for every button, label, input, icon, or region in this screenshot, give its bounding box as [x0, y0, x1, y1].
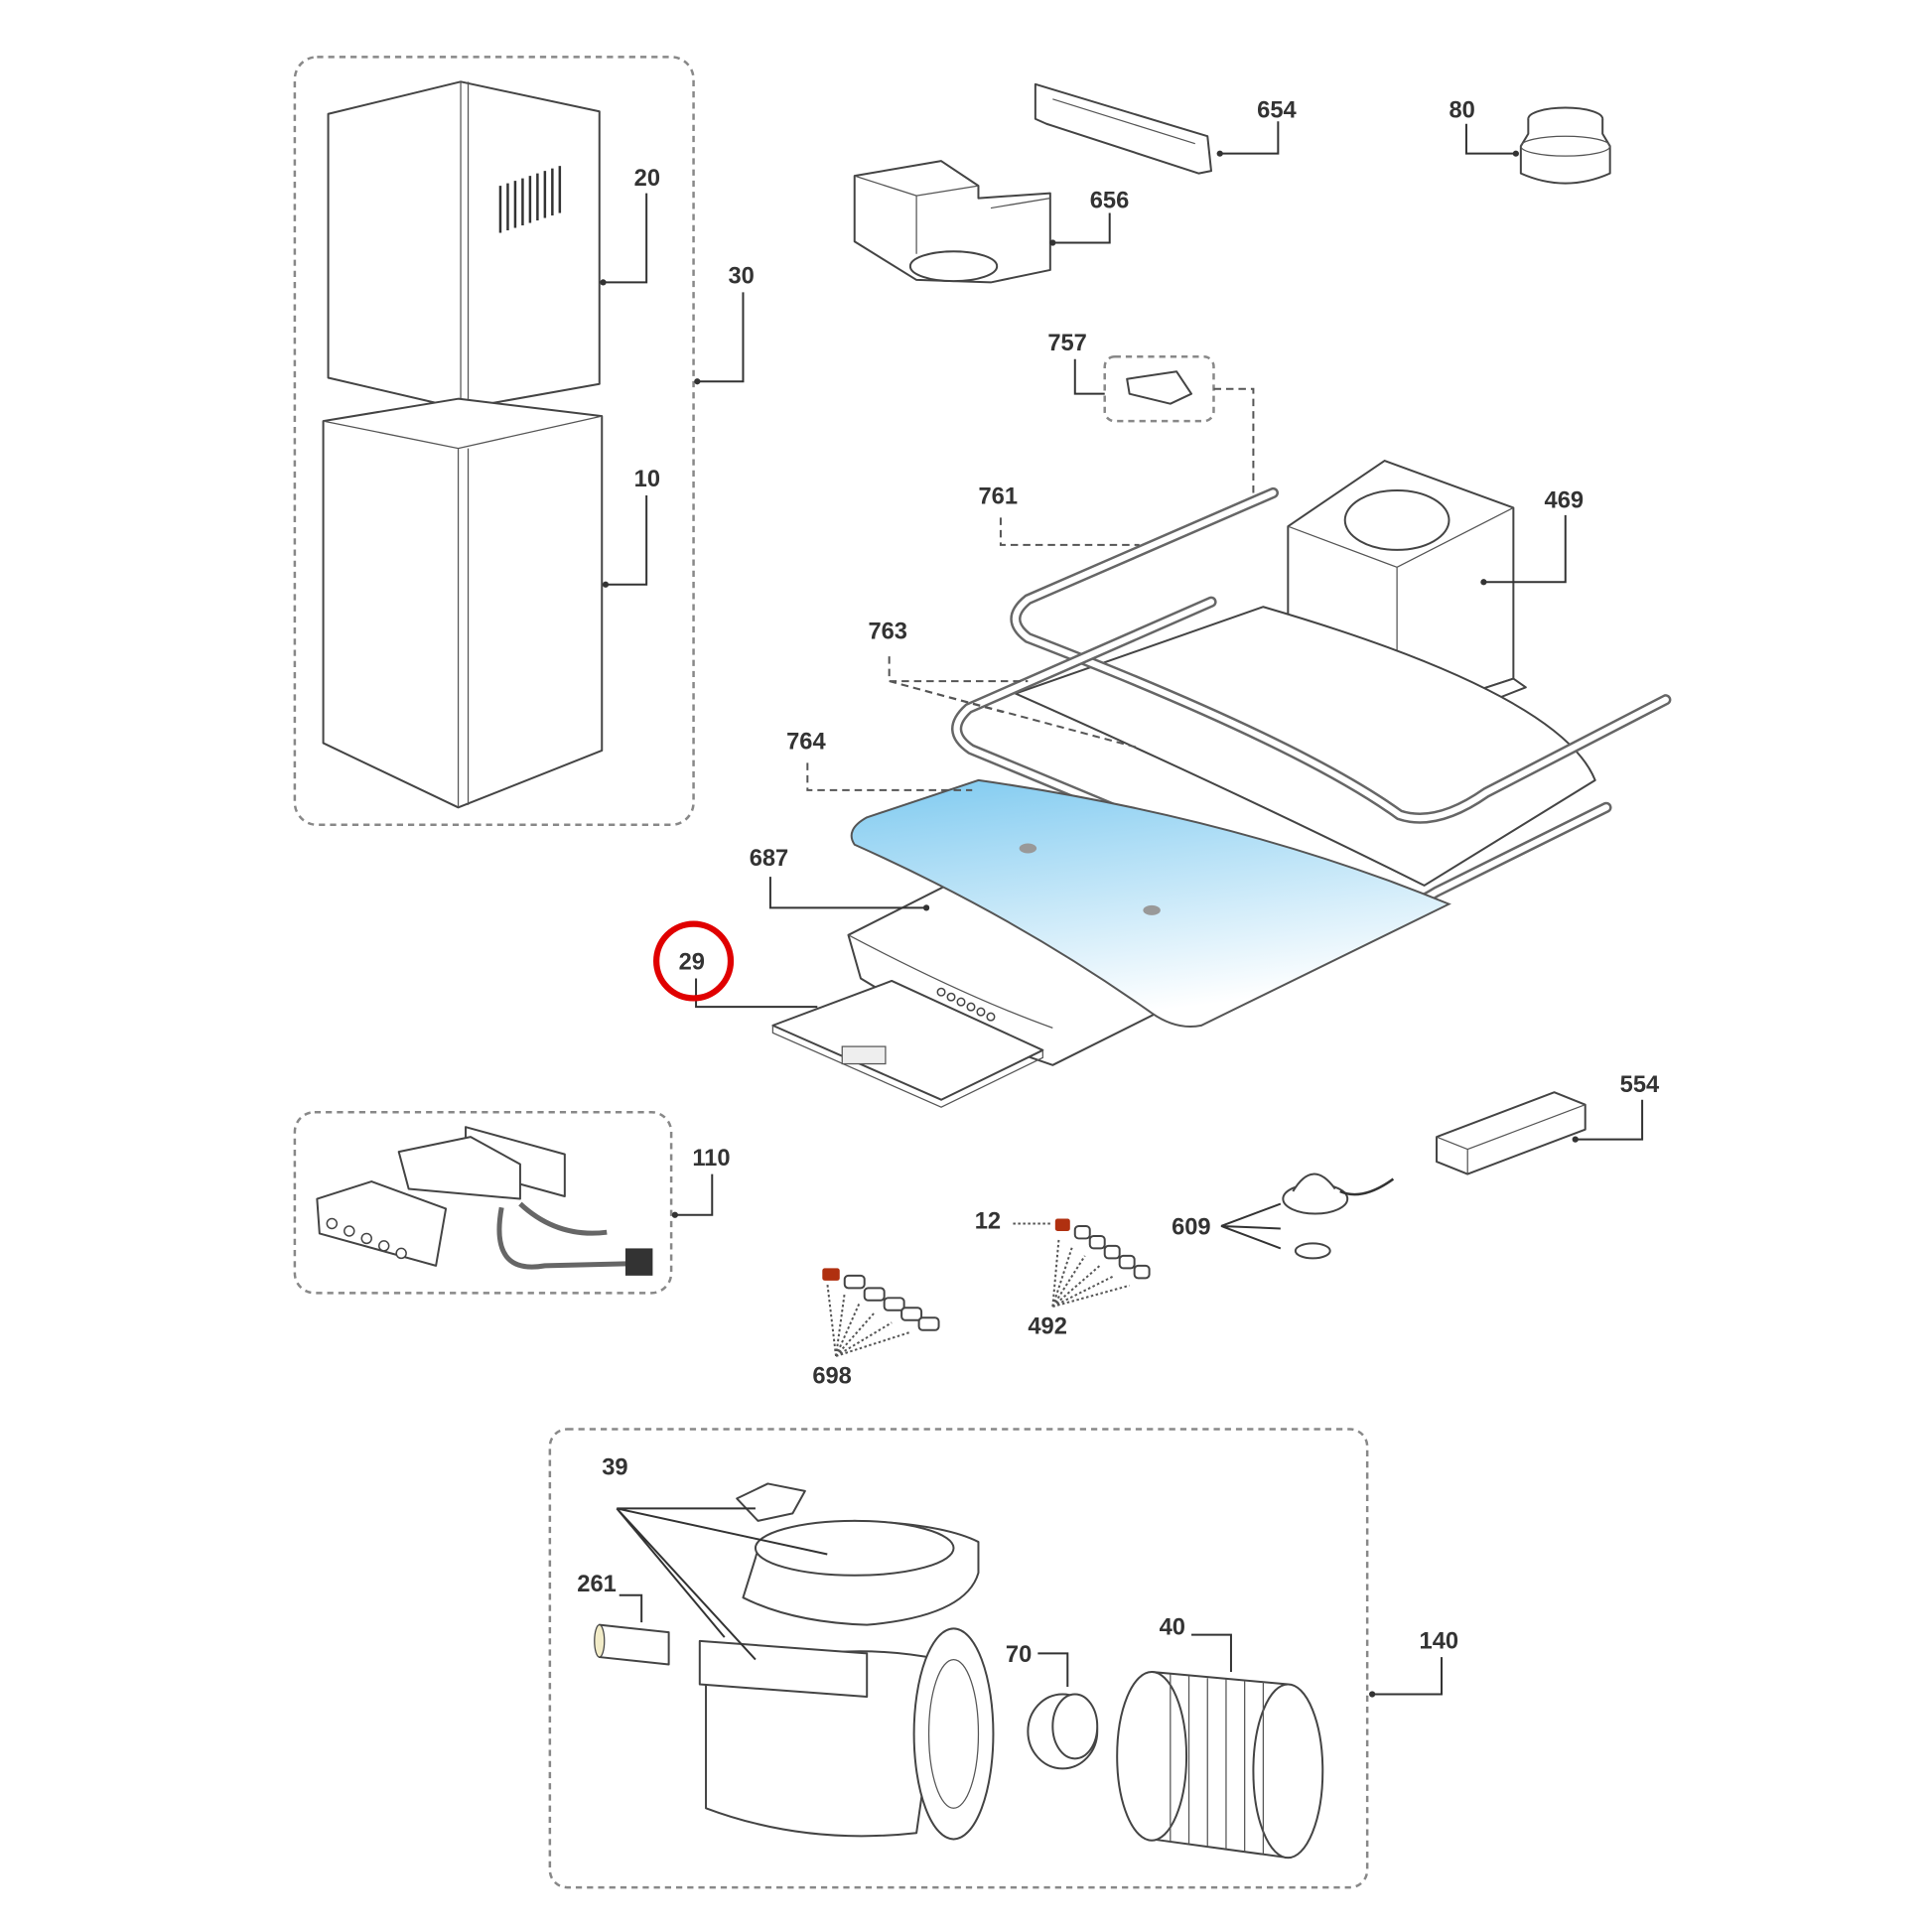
label-469[interactable]: 469 — [1545, 487, 1585, 513]
highlight-circle — [653, 920, 735, 1002]
label-656[interactable]: 656 — [1090, 189, 1130, 214]
halogen-lamp-part[interactable] — [1282, 1173, 1395, 1260]
label-70[interactable]: 70 — [1006, 1642, 1032, 1668]
label-609[interactable]: 609 — [1172, 1215, 1211, 1241]
button-set-698-part[interactable] — [822, 1268, 940, 1331]
frame-clip-part[interactable] — [1126, 370, 1193, 405]
label-764[interactable]: 764 — [786, 730, 826, 756]
label-761[interactable]: 761 — [978, 484, 1018, 510]
glass-panel-part[interactable] — [850, 778, 1451, 1028]
motor-hub-part[interactable] — [1027, 1693, 1099, 1770]
label-698[interactable]: 698 — [812, 1363, 852, 1389]
lower-chimney-part[interactable] — [322, 397, 604, 809]
label-10[interactable]: 10 — [634, 467, 660, 492]
upper-chimney-part[interactable] — [327, 80, 601, 410]
label-757[interactable]: 757 — [1047, 331, 1087, 356]
label-80[interactable]: 80 — [1449, 98, 1475, 124]
label-30[interactable]: 30 — [728, 264, 754, 290]
label-140[interactable]: 140 — [1420, 1628, 1459, 1654]
label-20[interactable]: 20 — [634, 166, 660, 192]
label-29[interactable]: 29 — [679, 950, 705, 976]
grease-filter-part[interactable] — [771, 979, 1044, 1108]
label-654[interactable]: 654 — [1257, 98, 1297, 124]
chimney-group: 20 10 30 — [293, 56, 755, 827]
motor-group: 261 39 70 40 140 — [548, 1428, 1459, 1889]
label-763[interactable]: 763 — [868, 620, 907, 645]
label-492[interactable]: 492 — [1028, 1313, 1067, 1339]
label-12[interactable]: 12 — [975, 1208, 1001, 1234]
wall-bracket-part[interactable] — [1034, 82, 1212, 175]
duct-reducer-part[interactable] — [1519, 106, 1611, 185]
label-687[interactable]: 687 — [750, 846, 789, 872]
label-39[interactable]: 39 — [602, 1455, 627, 1481]
led-transformer-part[interactable] — [1436, 1091, 1587, 1175]
air-outlet-part[interactable] — [853, 160, 1051, 284]
fan-wheel-part[interactable] — [1116, 1671, 1324, 1860]
label-261[interactable]: 261 — [577, 1572, 617, 1597]
motor-blower-part[interactable] — [698, 1482, 995, 1841]
label-40[interactable]: 40 — [1160, 1615, 1185, 1641]
label-554[interactable]: 554 — [1620, 1072, 1660, 1098]
capacitor-part[interactable] — [594, 1623, 670, 1666]
control-board-part[interactable] — [316, 1126, 653, 1276]
controls-group: 110 — [293, 1110, 731, 1295]
knob-set-492-part[interactable] — [1054, 1218, 1151, 1280]
label-110[interactable]: 110 — [692, 1146, 730, 1172]
